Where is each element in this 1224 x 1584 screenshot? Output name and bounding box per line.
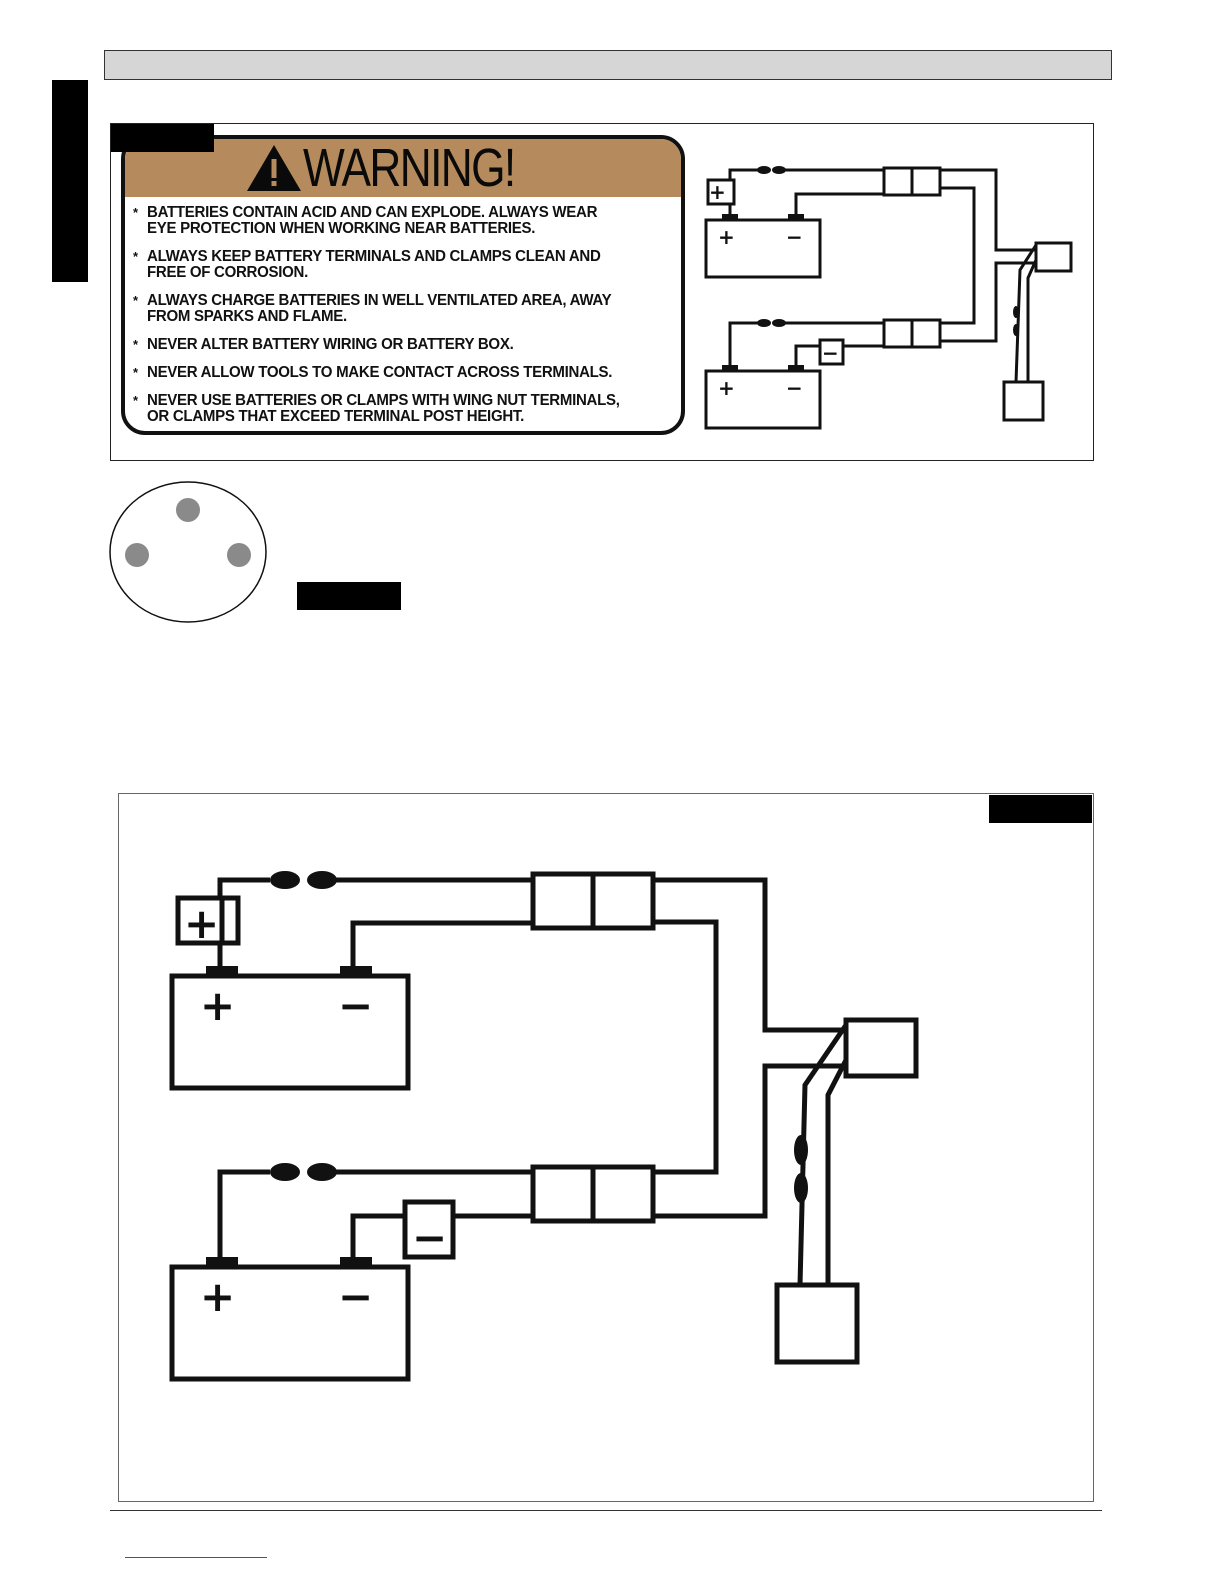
battery-1-positive: + <box>718 225 735 249</box>
warning-item: * NEVER USE BATTERIES OR CLAMPS WITH WING… <box>133 393 675 425</box>
warning-list: * BATTERIES CONTAIN ACID AND CAN EXPLODE.… <box>133 205 675 431</box>
section-header-bar <box>104 50 1112 80</box>
controller-box <box>1034 241 1073 273</box>
warning-item-text: NEVER ALTER BATTERY WIRING OR BATTERY BO… <box>147 336 514 353</box>
side-tab <box>52 80 88 282</box>
wiring-figure-panel <box>118 793 1094 1502</box>
figure-label-middle <box>297 582 401 610</box>
battery-2-positive: + <box>718 376 735 400</box>
battery-2-negative: − <box>786 376 803 400</box>
warning-item-text: ALWAYS CHARGE BATTERIES IN WELL VENTILAT… <box>147 292 612 325</box>
motor-box <box>1002 380 1045 422</box>
battery-2-positive: + <box>200 1272 235 1321</box>
battery-1-negative: − <box>338 981 373 1030</box>
wiring-diagram-large: + − + − + − <box>169 871 919 1382</box>
battery-1-positive: + <box>200 981 235 1030</box>
battery-1 <box>169 973 411 1091</box>
positive-terminal-label: + <box>709 180 726 204</box>
footer-link-underline[interactable] <box>125 1557 267 1558</box>
figure-label-bottom <box>989 795 1092 823</box>
battery-2-negative: − <box>338 1272 373 1321</box>
warning-item-text: NEVER USE BATTERIES OR CLAMPS WITH WING … <box>147 392 620 425</box>
footer-rule <box>110 1510 1102 1511</box>
bullet-star: * <box>133 365 138 380</box>
pin-left <box>125 543 149 567</box>
bullet-star: * <box>133 205 138 220</box>
negative-terminal-label: − <box>412 1213 447 1262</box>
positive-terminal-label: + <box>184 899 219 948</box>
warning-item-text: NEVER ALLOW TOOLS TO MAKE CONTACT ACROSS… <box>147 364 613 381</box>
warning-title: WARNING! <box>303 138 516 198</box>
warning-header: WARNING! <box>125 139 681 197</box>
warning-item: * BATTERIES CONTAIN ACID AND CAN EXPLODE.… <box>133 205 675 237</box>
warning-item: * ALWAYS KEEP BATTERY TERMINALS AND CLAMP… <box>133 249 675 281</box>
battery-2 <box>704 369 822 430</box>
motor-box <box>774 1282 860 1365</box>
warning-item-text: ALWAYS KEEP BATTERY TERMINALS AND CLAMPS… <box>147 248 601 281</box>
battery-2 <box>169 1264 411 1382</box>
bullet-star: * <box>133 249 138 264</box>
negative-terminal-label: − <box>822 341 839 365</box>
bullet-star: * <box>133 337 138 352</box>
warning-item: * NEVER ALLOW TOOLS TO MAKE CONTACT ACROS… <box>133 365 675 381</box>
bullet-star: * <box>133 293 138 308</box>
warning-label: WARNING! * BATTERIES CONTAIN ACID AND CAN… <box>121 135 685 435</box>
battery-1-negative: − <box>786 225 803 249</box>
warning-item: * NEVER ALTER BATTERY WIRING OR BATTERY B… <box>133 337 675 353</box>
battery-1 <box>704 218 822 279</box>
pin-right <box>227 543 251 567</box>
connector-pin-diagram <box>109 481 267 623</box>
figure-label-top <box>111 124 214 152</box>
wiring-diagram-small: + − + − + − <box>704 166 1073 430</box>
warning-item: * ALWAYS CHARGE BATTERIES IN WELL VENTILA… <box>133 293 675 325</box>
bullet-star: * <box>133 393 138 408</box>
warning-item-text: BATTERIES CONTAIN ACID AND CAN EXPLODE. … <box>147 204 598 237</box>
pin-top <box>176 498 200 522</box>
warning-triangle-icon <box>247 145 301 191</box>
controller-box <box>843 1017 919 1079</box>
